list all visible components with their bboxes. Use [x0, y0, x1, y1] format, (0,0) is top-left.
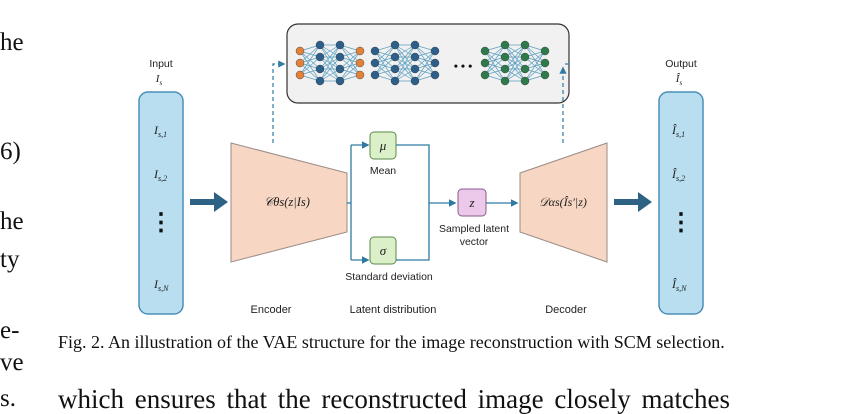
network-node: [540, 58, 550, 68]
figure-caption: Fig. 2. An illustration of the VAE struc…: [58, 332, 725, 352]
output-vector-box: [658, 91, 704, 315]
network-node: [295, 58, 305, 68]
input-row: Is,N: [153, 277, 169, 293]
network-node: [355, 58, 365, 68]
network-node: [355, 46, 365, 56]
network-node: [315, 40, 325, 50]
decoder-formula: 𝒟αs(Îs′|z): [539, 195, 587, 209]
network-node: [500, 52, 510, 62]
output-title: Output: [665, 58, 697, 70]
latent-merge-line: [396, 144, 430, 261]
z-symbol: z: [468, 195, 474, 210]
network-node: [335, 40, 345, 50]
input-title: Input: [149, 58, 172, 70]
output-row: Îs,1: [671, 123, 685, 139]
input-vdots: ⋮: [149, 210, 173, 236]
left-column-fragment: ty: [0, 246, 20, 273]
encoder-label: Encoder: [251, 304, 292, 316]
network-node: [410, 64, 420, 74]
mu-symbol: μ: [379, 138, 387, 153]
network-node: [295, 46, 305, 56]
left-column-fragment: 6): [0, 138, 21, 165]
network-node: [430, 58, 440, 68]
left-column-fragment: s.: [0, 385, 16, 412]
neural-network-icons: [295, 40, 550, 86]
network-node: [315, 64, 325, 74]
network-node: [390, 76, 400, 86]
body-text-line: which ensures that the reconstructed ima…: [58, 384, 731, 414]
network-node: [370, 46, 380, 56]
network-node: [335, 52, 345, 62]
left-column-fragment: e-: [0, 317, 20, 344]
network-node: [520, 40, 530, 50]
network-node: [540, 70, 550, 80]
latent-label: Latent distribution: [350, 304, 437, 316]
sigma-symbol: σ: [380, 243, 387, 258]
network-node: [480, 70, 490, 80]
network-node: [370, 58, 380, 68]
encoder-formula: 𝒞θs(z|Is): [264, 195, 310, 209]
input-row: Is,2: [153, 167, 167, 183]
network-node: [520, 76, 530, 86]
network-node: [335, 76, 345, 86]
output-row: Îs,2: [671, 167, 685, 183]
network-node: [500, 64, 510, 74]
network-node: [480, 58, 490, 68]
mean-label: Mean: [370, 165, 396, 177]
network-node: [410, 40, 420, 50]
input-vector-box: [138, 91, 184, 315]
left-column-fragment: ve: [0, 349, 24, 376]
input-symbol: Is: [155, 73, 163, 87]
network-node: [480, 46, 490, 56]
network-node: [390, 64, 400, 74]
network-node: [370, 70, 380, 80]
decoder-block: [519, 142, 608, 263]
input-arrow: [190, 192, 228, 212]
left-column-fragment: he: [0, 29, 24, 56]
network-node: [540, 46, 550, 56]
decoder-label: Decoder: [545, 304, 587, 316]
output-vdots: ⋮: [669, 210, 693, 236]
sampled-label-line1: Sampled latent: [439, 223, 509, 235]
network-node: [335, 64, 345, 74]
left-column-fragment: he: [0, 208, 24, 235]
input-row: Is,1: [153, 123, 167, 139]
network-node: [315, 52, 325, 62]
vae-figure: Input Is Is,1 Is,2 ⋮ Is,N 𝒞θs(z|Is) μ Me…: [138, 23, 704, 316]
network-node: [520, 64, 530, 74]
network-node: [315, 76, 325, 86]
std-box: [369, 236, 397, 265]
network-node: [520, 52, 530, 62]
output-row: Îs,N: [671, 277, 687, 293]
network-node: [390, 40, 400, 50]
network-node: [295, 70, 305, 80]
sampled-label-line2: vector: [460, 236, 489, 248]
network-node: [390, 52, 400, 62]
network-node: [430, 46, 440, 56]
network-node: [410, 52, 420, 62]
output-symbol: Îs: [675, 73, 683, 87]
output-arrow: [614, 192, 652, 212]
network-ellipsis: • • •: [454, 59, 473, 73]
network-node: [355, 70, 365, 80]
network-node: [410, 76, 420, 86]
encoder-params-link: [272, 60, 286, 143]
network-node: [500, 40, 510, 50]
network-node: [430, 70, 440, 80]
std-label: Standard deviation: [345, 271, 433, 283]
network-node: [500, 76, 510, 86]
encoder-block: [230, 142, 348, 263]
